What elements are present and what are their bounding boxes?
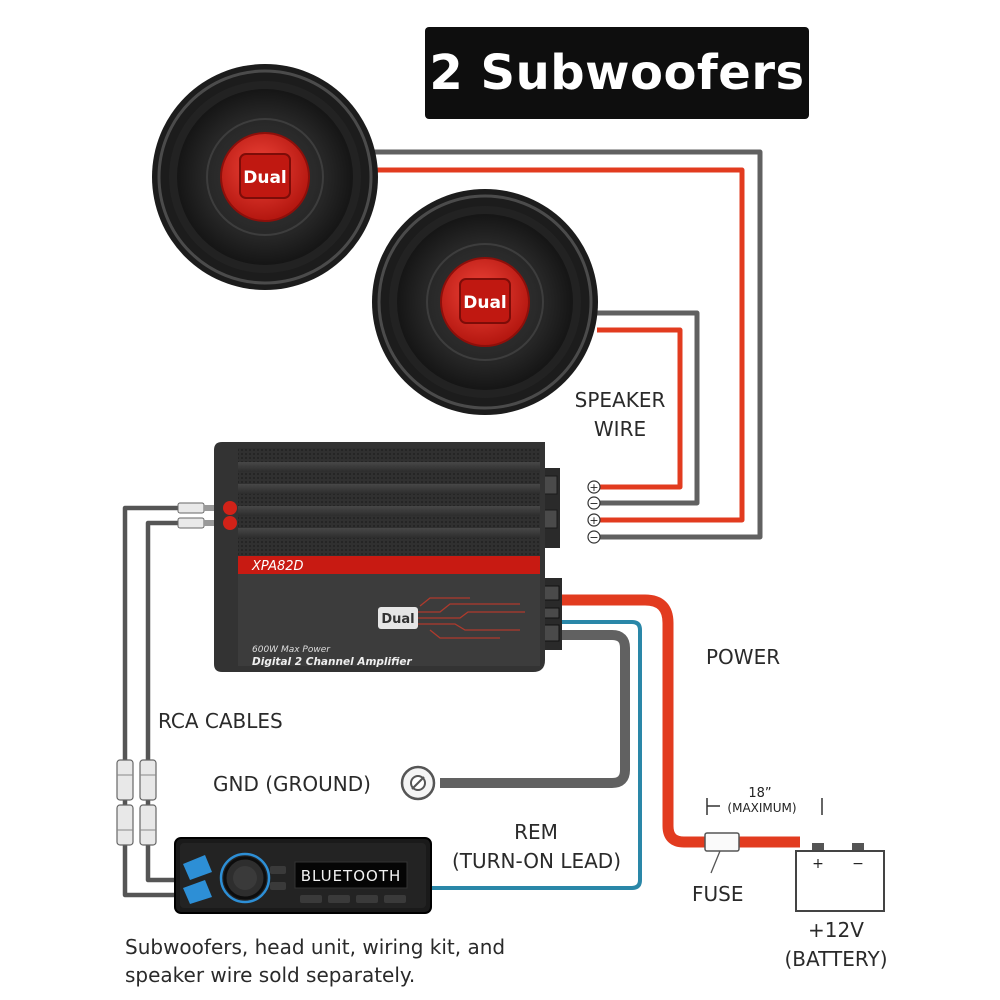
terminal-4-sign: −	[589, 531, 598, 544]
terminal-1-sign: +	[589, 481, 598, 494]
fuse-distance: 18”	[748, 786, 771, 801]
power-wire	[560, 594, 800, 848]
battery-minus: −	[852, 856, 864, 872]
speaker-wire-gray-top	[372, 149, 763, 540]
fuse-label: FUSE	[692, 882, 744, 906]
footnote: Subwoofers, head unit, wiring kit, and s…	[125, 933, 505, 989]
amp-model: XPA82D	[251, 559, 304, 574]
rem-wire	[420, 620, 642, 890]
speaker-terminals: + − + −	[587, 480, 601, 544]
amp-description: Digital 2 Channel Amplifier	[252, 656, 413, 668]
speaker-wire-label-line1: SPEAKER	[574, 388, 666, 412]
speaker-wire-label: SPEAKER WIRE	[572, 386, 668, 444]
rca-connector-left	[116, 759, 134, 801]
rem-label: REM (TURN-ON LEAD)	[452, 818, 622, 876]
terminal-2-sign: −	[589, 497, 598, 510]
subwoofer-2: Dual	[372, 189, 598, 415]
rem-label-line2: (TURN-ON LEAD)	[452, 849, 622, 873]
page-title: 2 Subwoofers	[429, 45, 805, 101]
subwoofer-2-brand: Dual	[463, 293, 507, 313]
battery-label: +12V (BATTERY)	[776, 916, 896, 974]
speaker-wire-label-line2: WIRE	[593, 417, 647, 441]
speaker-wire-red-bottom	[597, 327, 683, 490]
gnd-label: GND (GROUND)	[213, 772, 371, 796]
fuse	[704, 832, 740, 874]
speaker-wires	[372, 149, 763, 540]
rca-cables	[116, 502, 218, 898]
amp-brand: Dual	[381, 612, 414, 627]
terminal-3-sign: +	[589, 514, 598, 527]
footnote-line2: speaker wire sold separately.	[125, 963, 416, 987]
subwoofer-1-brand: Dual	[243, 168, 287, 188]
head-unit: BLUETOOTH	[174, 837, 432, 914]
battery-plus: +	[812, 856, 824, 872]
amp-power: 600W Max Power	[252, 645, 331, 655]
speaker-wire-red-top	[372, 167, 745, 523]
battery-label-line1: +12V	[808, 918, 864, 942]
head-unit-display: BLUETOOTH	[301, 867, 402, 885]
battery: + −	[795, 843, 885, 912]
power-label: POWER	[706, 645, 781, 669]
footnote-line1: Subwoofers, head unit, wiring kit, and	[125, 935, 506, 959]
subwoofer-1: Dual	[152, 64, 378, 290]
speaker-wire-gray-bottom	[597, 310, 700, 506]
fuse-distance-note: (MAXIMUM)	[727, 801, 796, 815]
ground-wire	[440, 630, 630, 788]
ground-ring-terminal	[400, 765, 436, 801]
rca-cables-label: RCA CABLES	[158, 709, 283, 733]
battery-label-line2: (BATTERY)	[784, 947, 888, 971]
rem-label-line1: REM	[514, 820, 558, 844]
rca-connector-right	[139, 759, 157, 801]
power-wires	[420, 594, 800, 890]
fuse-distance-marker: 18” (MAXIMUM)	[706, 786, 823, 815]
amplifier: XPA82D Dual 600W Max Power Digital 2 Cha…	[214, 442, 562, 672]
title-banner: 2 Subwoofers	[425, 27, 809, 119]
